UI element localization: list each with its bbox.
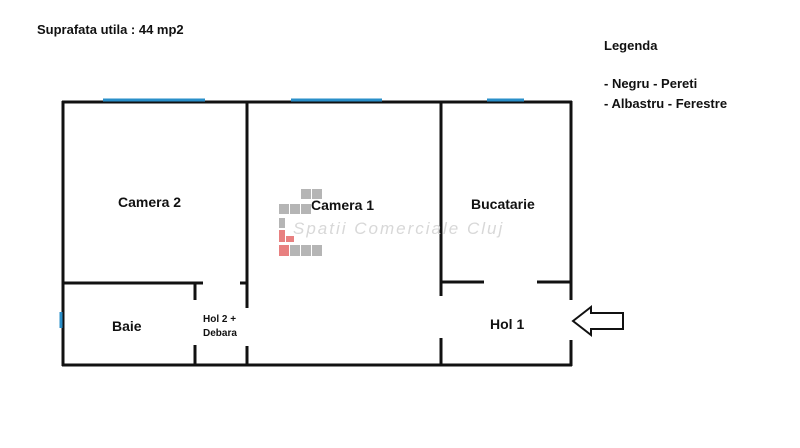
legend-item-windows: - Albastru - Ferestre (604, 96, 728, 111)
logo-watermark (279, 189, 322, 256)
legend-title: Legenda (604, 38, 658, 53)
area-label: Suprafata utila : 44 mp2 (37, 22, 184, 37)
entrance-arrow-icon (571, 304, 624, 338)
room-hol-2-line1: Hol 2 + (203, 314, 237, 325)
room-camera-2: Camera 2 (118, 194, 182, 210)
room-hol-2-line2: Debara (203, 328, 237, 339)
room-hol-1: Hol 1 (490, 316, 525, 332)
legend-item-walls: - Negru - Pereti (604, 76, 698, 91)
room-baie: Baie (112, 318, 142, 334)
windows (59, 98, 524, 328)
room-camera-1: Camera 1 (311, 197, 375, 213)
walls (61, 100, 573, 367)
room-bucatarie: Bucatarie (471, 196, 535, 212)
watermark-text: Spatii Comerciale Cluj (293, 219, 505, 238)
